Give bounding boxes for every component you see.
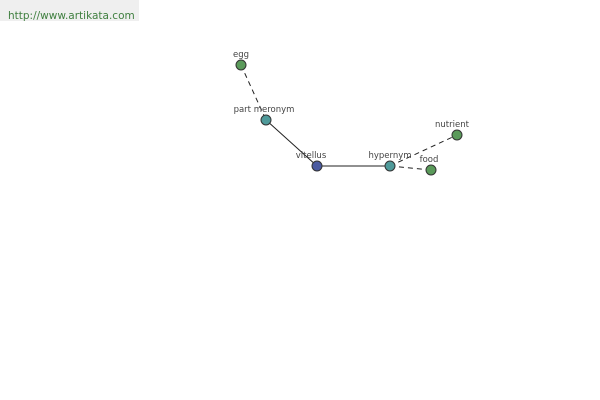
node-vitellus[interactable]: vitellus	[296, 151, 327, 172]
node-nutrient[interactable]: nutrient	[435, 120, 470, 141]
node-marker-part-meronym[interactable]	[260, 114, 272, 126]
graph-nodes: egg part meronym vitellus hypernym nutrient f…	[233, 50, 470, 176]
node-marker-food[interactable]	[425, 164, 437, 176]
edge-egg-to-part-meronym	[240, 64, 267, 121]
node-marker-hypernym[interactable]	[384, 160, 396, 172]
node-label-part-meronym: part meronym	[234, 105, 295, 115]
node-marker-egg[interactable]	[235, 59, 247, 71]
graph-edges	[240, 64, 458, 171]
node-marker-vitellus[interactable]	[311, 160, 323, 172]
node-label-food: food	[420, 155, 439, 165]
node-label-vitellus: vitellus	[296, 151, 327, 161]
watermark-bar: http://www.artikata.com	[0, 0, 139, 22]
node-label-egg: egg	[233, 50, 249, 60]
node-food[interactable]: food	[420, 155, 439, 176]
node-label-nutrient: nutrient	[435, 120, 470, 130]
edge-hypernym-to-food	[389, 165, 432, 171]
node-egg[interactable]: egg	[233, 50, 249, 71]
node-label-hypernym: hypernym	[368, 151, 411, 161]
edge-hypernym-to-nutrient	[389, 134, 458, 167]
node-marker-nutrient[interactable]	[451, 129, 463, 141]
edge-part-meronym-to-vitellus	[265, 119, 318, 167]
watermark-url[interactable]: http://www.artikata.com	[8, 10, 135, 22]
node-hypernym[interactable]: hypernym	[368, 151, 412, 172]
node-part-meronym[interactable]: part meronym	[234, 105, 295, 126]
